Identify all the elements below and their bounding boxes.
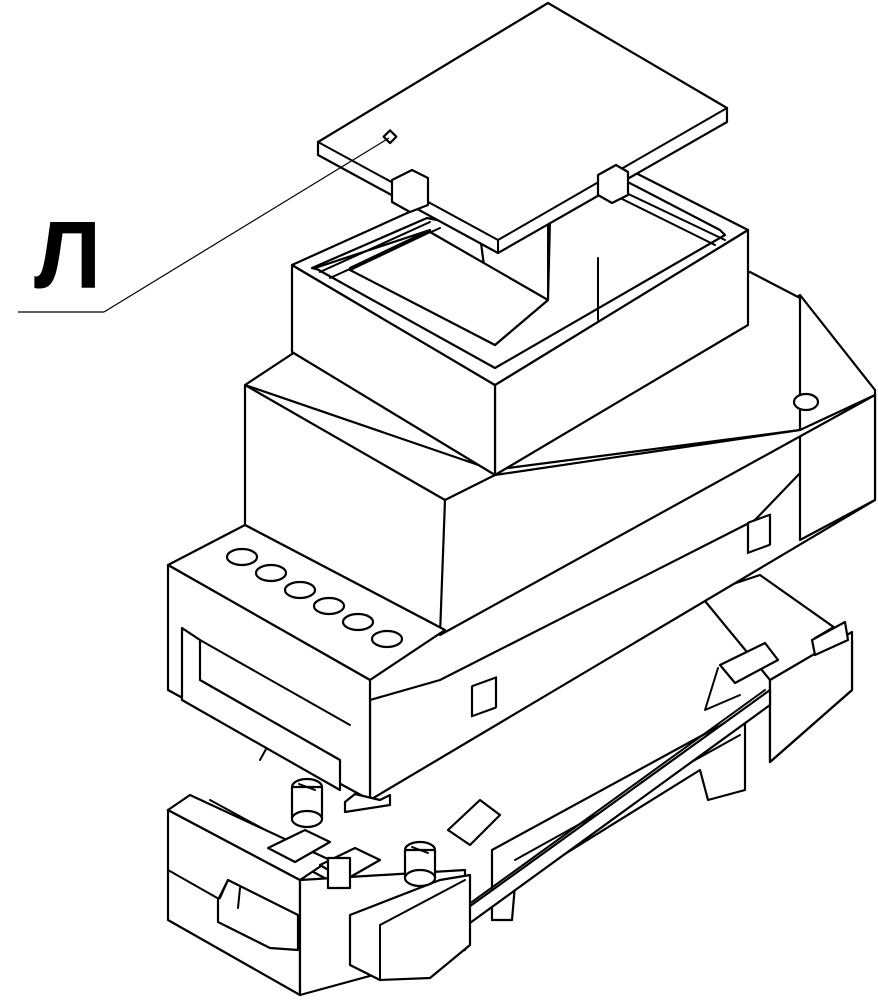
lid bbox=[316, 1, 729, 255]
callout-leader bbox=[18, 137, 390, 313]
callout-label: Л bbox=[34, 202, 102, 309]
din-rail-base bbox=[166, 573, 854, 997]
